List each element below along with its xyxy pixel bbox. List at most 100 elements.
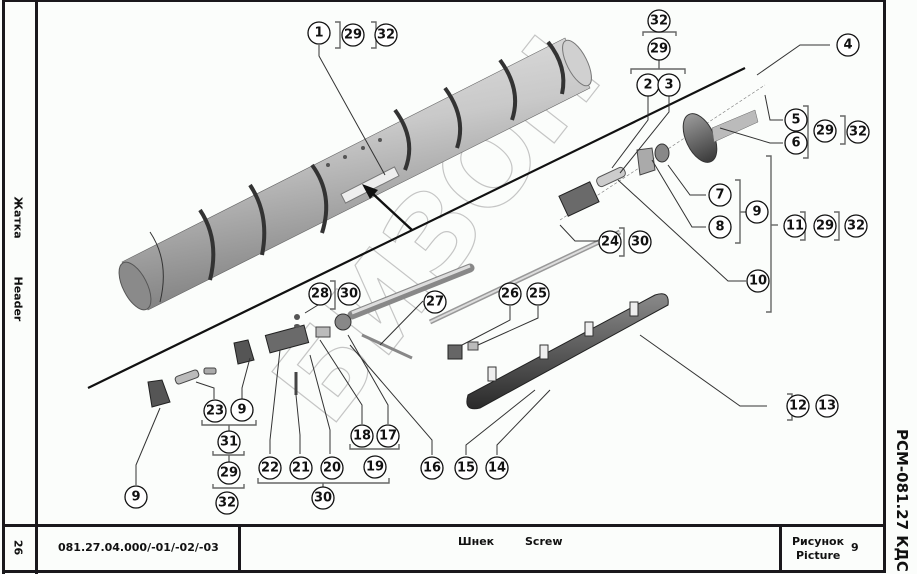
- svg-text:32: 32: [847, 219, 865, 234]
- callout-1: 1: [307, 21, 331, 45]
- svg-text:12: 12: [789, 399, 807, 414]
- svg-text:18: 18: [353, 429, 371, 444]
- callout-12: 12: [786, 394, 810, 418]
- callout-32-item31: 32: [215, 491, 239, 515]
- callout-31: 31: [217, 430, 241, 454]
- svg-text:9: 9: [752, 205, 761, 220]
- frame-footer-top: [2, 524, 886, 527]
- svg-text:29: 29: [816, 219, 834, 234]
- svg-text:32: 32: [849, 125, 867, 140]
- footer-divider-2: [779, 524, 782, 572]
- callout-9-middle: 9: [230, 398, 254, 422]
- svg-text:32: 32: [377, 28, 395, 43]
- svg-text:9: 9: [131, 490, 140, 505]
- footer-divider-1: [238, 524, 241, 572]
- svg-text:13: 13: [818, 399, 836, 414]
- svg-text:23: 23: [206, 404, 224, 419]
- callout-4: 4: [836, 33, 860, 57]
- callout-11: 11: [783, 214, 807, 238]
- callout-23: 23: [203, 399, 227, 423]
- detail-arrow: [362, 184, 413, 231]
- leader-lines: [135, 44, 830, 485]
- callout-32-item11: 32: [844, 214, 868, 238]
- svg-text:29: 29: [220, 466, 238, 481]
- callout-9-right: 9: [745, 200, 769, 224]
- svg-text:5: 5: [791, 113, 800, 128]
- frame-bottom: [2, 570, 886, 573]
- callout-21: 21: [289, 456, 313, 480]
- svg-text:19: 19: [366, 460, 384, 475]
- callout-18: 18: [350, 424, 374, 448]
- callout-13: 13: [815, 394, 839, 418]
- svg-text:15: 15: [457, 461, 475, 476]
- svg-text:9: 9: [237, 403, 246, 418]
- callout-15: 15: [454, 456, 478, 480]
- callout-20: 20: [320, 456, 344, 480]
- svg-text:26: 26: [501, 287, 519, 302]
- svg-text:7: 7: [715, 188, 724, 203]
- callout-16: 16: [420, 456, 444, 480]
- figure-number: 9: [851, 541, 859, 554]
- title-ru: Шнек: [458, 535, 495, 548]
- svg-text:32: 32: [218, 496, 236, 511]
- callout-9-left: 9: [124, 485, 148, 509]
- drive-shaft: [347, 263, 475, 360]
- frame-left-inner: [35, 0, 38, 574]
- callout-7: 7: [708, 183, 732, 207]
- section-separator-line: [87, 67, 746, 389]
- callout-3: 3: [657, 73, 681, 97]
- callout-30-item28: 30: [337, 282, 361, 306]
- svg-text:3: 3: [664, 78, 673, 93]
- svg-text:29: 29: [816, 124, 834, 139]
- figure-label-en: Picture: [796, 549, 841, 562]
- frame-right: [883, 0, 886, 572]
- callout-17: 17: [376, 424, 400, 448]
- callout-25: 25: [526, 282, 550, 306]
- svg-text:27: 27: [426, 295, 444, 310]
- title-en: Screw: [525, 535, 563, 548]
- callout-24: 24: [598, 230, 622, 254]
- callout-19: 19: [363, 455, 387, 479]
- callout-29-item11: 29: [813, 214, 837, 238]
- svg-text:30: 30: [314, 491, 332, 506]
- callout-27: 27: [423, 290, 447, 314]
- callout-32-top: 32: [647, 9, 671, 33]
- callout-29-top: 29: [647, 37, 671, 61]
- callout-26: 26: [498, 282, 522, 306]
- callout-8: 8: [708, 215, 732, 239]
- callout-30-item24: 30: [628, 230, 652, 254]
- svg-text:11: 11: [786, 219, 804, 234]
- svg-text:30: 30: [340, 287, 358, 302]
- svg-text:31: 31: [220, 435, 238, 450]
- callout-14: 14: [485, 456, 509, 480]
- callout-29-item1: 29: [341, 23, 365, 47]
- svg-text:8: 8: [715, 220, 724, 235]
- svg-text:28: 28: [311, 287, 329, 302]
- grouping-brackets: [201, 21, 846, 489]
- left-lower-parts: [147, 313, 479, 408]
- callout-28: 28: [308, 282, 332, 306]
- callout-2: 2: [636, 73, 660, 97]
- svg-text:25: 25: [529, 287, 547, 302]
- svg-text:29: 29: [344, 28, 362, 43]
- callout-29-item31: 29: [217, 461, 241, 485]
- svg-text:22: 22: [261, 461, 279, 476]
- callout-32-item1: 32: [374, 23, 398, 47]
- svg-text:30: 30: [631, 235, 649, 250]
- callout-10: 10: [746, 269, 770, 293]
- svg-text:1: 1: [314, 26, 323, 41]
- svg-text:20: 20: [323, 461, 341, 476]
- svg-text:10: 10: [749, 274, 767, 289]
- callout-5: 5: [784, 108, 808, 132]
- callout-29-item5-6: 29: [813, 119, 837, 143]
- document-code: 081.27.04.000/-01/-02/-03: [58, 541, 219, 554]
- svg-text:29: 29: [650, 42, 668, 57]
- frame-left-outer: [2, 0, 5, 574]
- svg-text:16: 16: [423, 461, 441, 476]
- callout-6: 6: [784, 131, 808, 155]
- figure-label-ru: Рисунок: [792, 535, 845, 548]
- callout-32-item5-6: 32: [846, 120, 870, 144]
- svg-text:21: 21: [292, 461, 310, 476]
- svg-text:4: 4: [843, 38, 852, 53]
